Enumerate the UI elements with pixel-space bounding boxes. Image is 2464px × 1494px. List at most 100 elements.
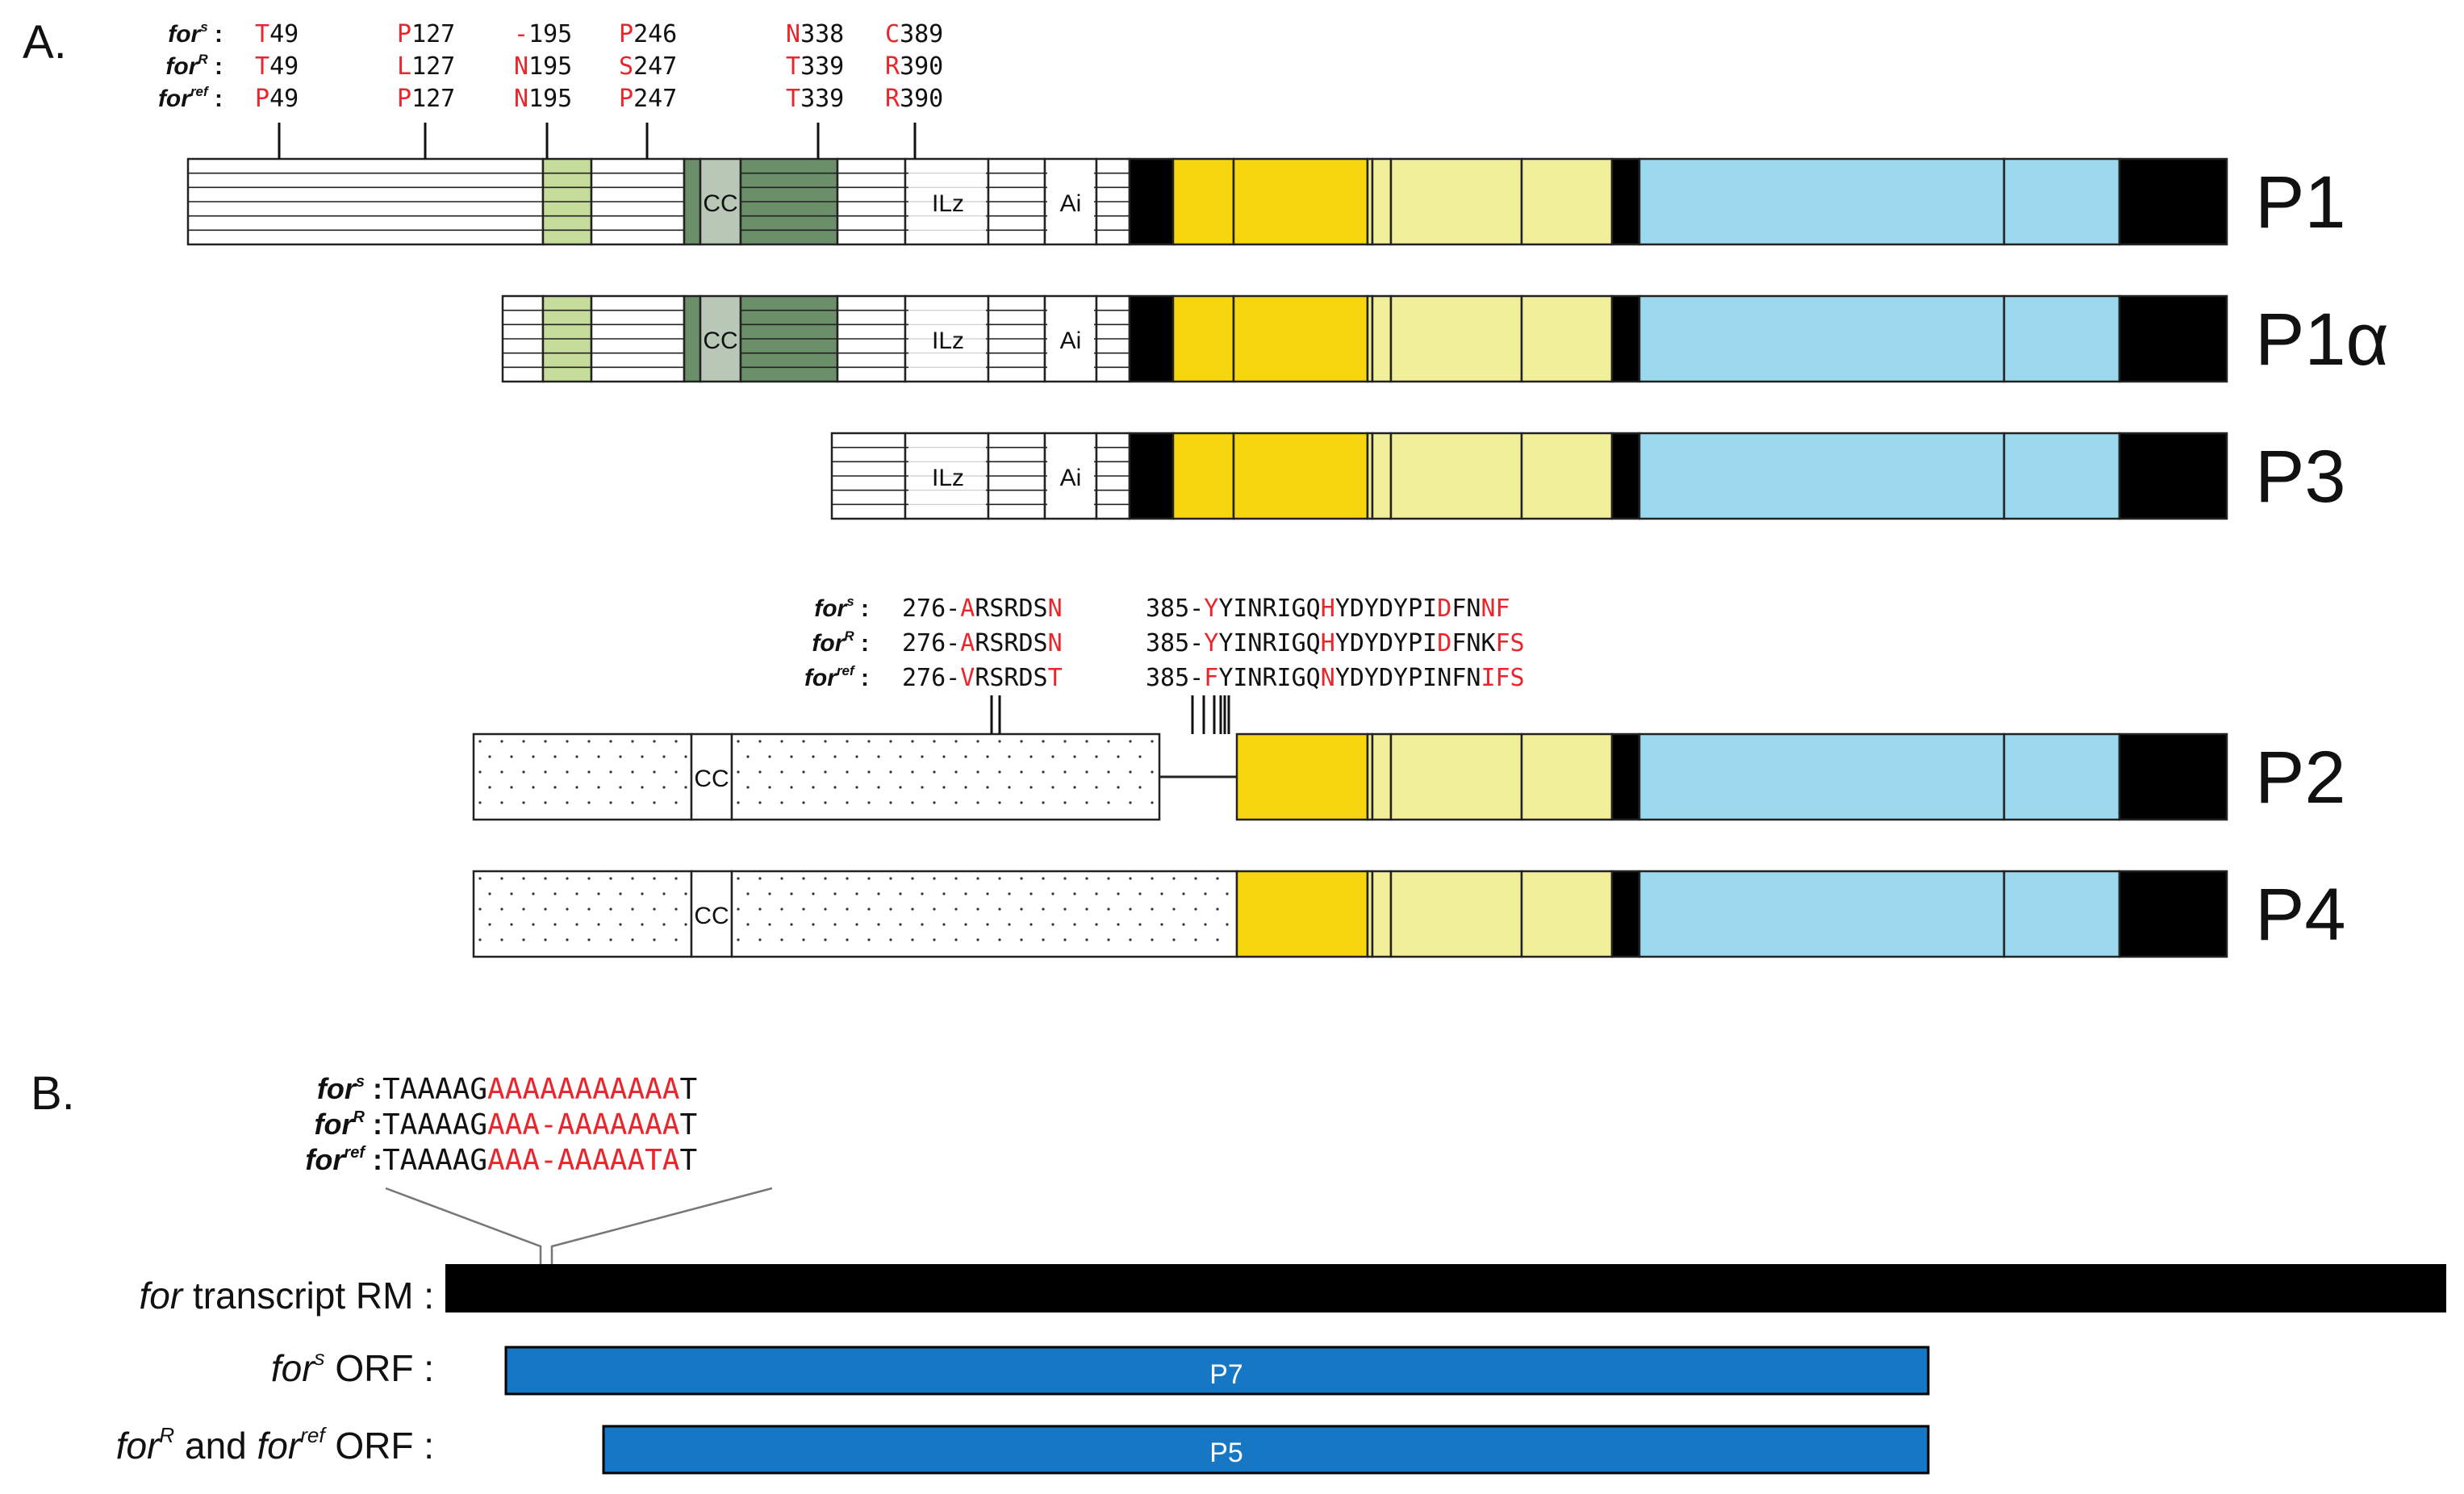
stipple-dot: [1029, 923, 1033, 926]
stipple-dot: [1151, 740, 1154, 743]
stipple-dot: [899, 786, 902, 789]
black-linker: [1610, 870, 1641, 958]
allele-label: forref :: [305, 1143, 382, 1176]
panel-b-transcript: for transcript RM : fors ORF : P7 forR a…: [116, 1187, 2446, 1475]
stipple-dot: [631, 908, 634, 911]
stipple-dot: [758, 801, 762, 804]
stipple-dot: [575, 786, 578, 789]
stipple-dot: [986, 892, 989, 895]
stipple-dot: [1063, 908, 1067, 911]
stipple-dot: [500, 877, 503, 880]
stipple-dot: [867, 877, 871, 880]
fh1-yellow-b: [1232, 432, 1369, 520]
fh1-yellow-a: [1171, 432, 1235, 520]
stipple-dot: [1095, 923, 1098, 926]
ai-label: Ai: [1060, 328, 1082, 354]
fh1-yellow-b: [1232, 294, 1369, 383]
variant-cell: T339: [786, 52, 844, 81]
stipple-dot: [631, 770, 634, 774]
stipple-dot: [846, 877, 849, 880]
stipple-dot: [833, 786, 837, 789]
stipple-dot: [976, 938, 979, 941]
stipple-dot: [488, 786, 491, 789]
stipple-dot: [790, 755, 793, 758]
stipple-dot: [1063, 740, 1067, 743]
stipple-dot: [674, 770, 678, 774]
stipple-dot: [1095, 892, 1098, 895]
stipple-dot: [911, 877, 914, 880]
stipple-dot: [746, 892, 750, 895]
dad-blue-a: [1638, 870, 2006, 958]
stipple-dot: [684, 755, 687, 758]
stipple-dot: [824, 801, 827, 804]
stipple-dot: [998, 877, 1001, 880]
variant-cell: P127: [397, 85, 455, 113]
stipple-dot: [877, 786, 880, 789]
stipple-dot: [587, 801, 591, 804]
stipple-dot: [1129, 877, 1132, 880]
stipple-dot: [921, 755, 924, 758]
stipple-dot: [1020, 877, 1023, 880]
stipple-dot: [758, 770, 762, 774]
stipple-dot: [911, 770, 914, 774]
stipple-dot: [1172, 938, 1176, 941]
stipple-dot: [1204, 892, 1207, 895]
stipple-dot: [768, 755, 771, 758]
allele-label: fors :: [168, 19, 223, 48]
stipple-dot: [1204, 923, 1207, 926]
stipple-dot: [609, 770, 612, 774]
stipple-dot: [478, 801, 482, 804]
ai-panel: [1047, 161, 1094, 243]
black-segment: [1128, 294, 1175, 383]
stipple-dot: [911, 740, 914, 743]
fh2-light-yellow-c: [1520, 157, 1614, 246]
stipple-dot: [855, 923, 858, 926]
stipple-dot: [488, 923, 491, 926]
stipple-dot: [1063, 770, 1067, 774]
stipple-dot: [824, 770, 827, 774]
stipple-dot: [833, 923, 837, 926]
stipple-dot: [812, 892, 815, 895]
stipple-dot: [609, 877, 612, 880]
stipple-dot: [619, 755, 622, 758]
stipple-dot: [1085, 740, 1088, 743]
stipple-dot: [662, 892, 666, 895]
stipple-dot: [746, 755, 750, 758]
stipple-dot: [587, 908, 591, 911]
stipple-dot: [758, 908, 762, 911]
stipple-dot: [553, 755, 557, 758]
black-terminal: [2118, 157, 2228, 246]
stipple-dot: [1138, 786, 1142, 789]
stipple-dot: [921, 786, 924, 789]
stipple-dot: [1138, 755, 1142, 758]
stipple-dot: [1194, 938, 1197, 941]
stipple-dot: [824, 740, 827, 743]
stipple-dot: [609, 908, 612, 911]
stipple-dot: [1063, 801, 1067, 804]
variant-cell: L127: [397, 52, 455, 81]
stipple-dot: [1029, 786, 1033, 789]
stipple-dot: [737, 938, 740, 941]
black-linker: [1610, 294, 1641, 383]
stipple-dot: [1226, 892, 1229, 895]
cc-label: CC: [694, 903, 729, 929]
stipple-dot: [609, 740, 612, 743]
stipple-dot: [877, 755, 880, 758]
stipple-dot: [500, 770, 503, 774]
stipple-dot: [674, 908, 678, 911]
stipple-dot: [833, 755, 837, 758]
stipple-dot: [768, 892, 771, 895]
stipple-dot: [488, 755, 491, 758]
stipple-dot: [976, 801, 979, 804]
variant-cell: P246: [619, 20, 677, 48]
stipple-dot: [522, 740, 525, 743]
stipple-dot: [889, 938, 892, 941]
stipple-dot: [1051, 755, 1055, 758]
stipple-dot: [1117, 892, 1120, 895]
stipple-dot: [790, 923, 793, 926]
stipple-dot: [812, 755, 815, 758]
ilz-label: ILz: [932, 465, 964, 491]
